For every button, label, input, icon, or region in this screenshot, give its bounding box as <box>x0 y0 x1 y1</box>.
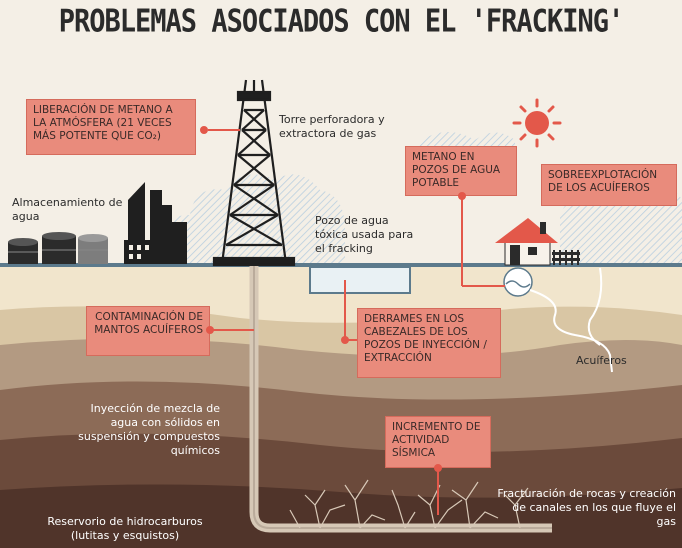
aquifer-contamination-text: CONTAMINACIÓN DE MANTOS ACUÍFEROS <box>94 311 203 336</box>
aquifers-label: Acuíferos <box>576 354 627 367</box>
factory-silhouette <box>124 182 187 264</box>
connector-dot <box>206 326 214 334</box>
house-icon <box>495 218 580 266</box>
toxic-water-pool-label: Pozo de agua tóxica usada para el fracki… <box>315 214 414 255</box>
rock-fracturing-label: Fracturación de rocas y creación de cana… <box>497 487 676 528</box>
methane-water-wells-text: METANO EN POZOS DE AGUA POTABLE <box>412 151 501 189</box>
rock-fractures <box>289 479 529 529</box>
connector-dot <box>200 126 208 134</box>
page-title: PROBLEMAS ASOCIADOS CON EL 'FRACKING' <box>58 3 624 40</box>
methane-release-text: LIBERACIÓN DE METANO A LA ATMÓSFERA (21 … <box>33 104 173 142</box>
water-storage-label: Almacenamiento de agua <box>12 196 123 223</box>
aquifer-overexploitation-box: SOBREEXPLOTACIÓN DE LOS ACUÍFEROS <box>541 164 677 206</box>
sun-icon <box>512 98 562 148</box>
water-well-icon <box>503 267 533 297</box>
water-tanks <box>8 232 108 264</box>
hydrocarbon-reservoir-label: Reservorio de hidrocarburos (lutitas y e… <box>47 515 203 542</box>
aquifer-contamination-box: CONTAMINACIÓN DE MANTOS ACUÍFEROS <box>86 306 210 356</box>
wellhead-spills-box: DERRAMES EN LOS CABEZALES DE LOS POZOS D… <box>357 308 501 378</box>
aquifer-overexploitation-text: SOBREEXPLOTACIÓN DE LOS ACUÍFEROS <box>548 169 658 194</box>
seismic-activity-text: INCREMENTO DE ACTIVIDAD SÍSMICA <box>392 421 481 459</box>
injection-mixture-label: Inyección de mezcla de agua con sólidos … <box>78 402 220 457</box>
small-cloud <box>410 132 515 150</box>
connector-dot <box>341 336 349 344</box>
methane-water-wells-box: METANO EN POZOS DE AGUA POTABLE <box>405 146 517 196</box>
connector-dot <box>458 192 466 200</box>
wellhead-spills-text: DERRAMES EN LOS CABEZALES DE LOS POZOS D… <box>364 313 487 364</box>
drilling-tower-icon <box>212 79 296 267</box>
connector-dot <box>434 464 442 472</box>
drilling-tower-label: Torre perforadora y extractora de gas <box>279 113 385 140</box>
methane-release-box: LIBERACIÓN DE METANO A LA ATMÓSFERA (21 … <box>26 99 196 155</box>
seismic-activity-box: INCREMENTO DE ACTIVIDAD SÍSMICA <box>385 416 491 468</box>
